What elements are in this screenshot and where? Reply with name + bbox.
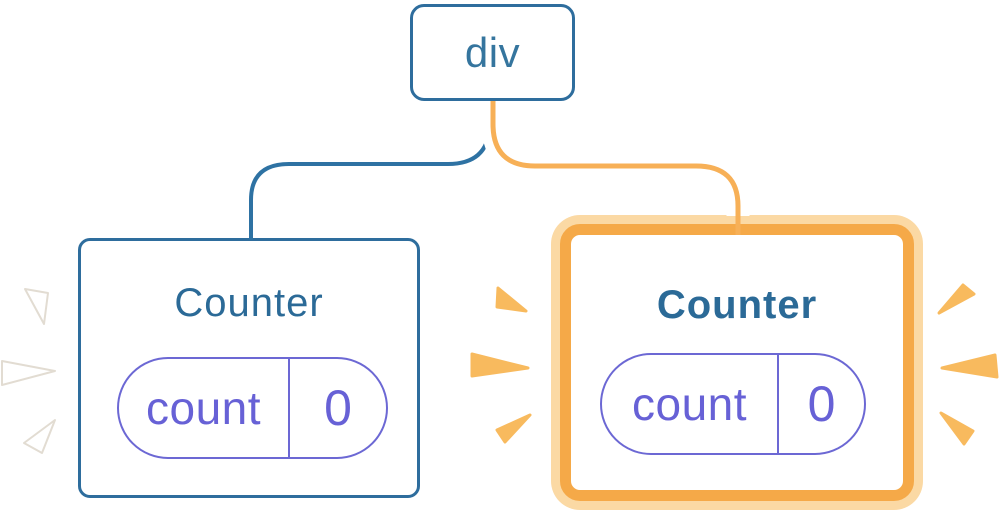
spark-burst-right-counter-right (937, 283, 999, 446)
state-pill: count 0 (600, 353, 866, 455)
edge-right-connector (490, 101, 741, 235)
root-node: div (410, 4, 575, 101)
counter-title: Counter (656, 283, 818, 327)
counter-node-left: Counter count 0 (78, 238, 420, 498)
spark-icon (940, 353, 999, 379)
spark-icon (1, 360, 56, 386)
spark-icon (937, 283, 976, 315)
root-node-label: div (464, 28, 521, 76)
state-key-label: count (602, 355, 779, 453)
spark-burst-left-counter (1, 288, 56, 454)
state-key-label: count (119, 359, 290, 457)
spark-icon (23, 419, 56, 454)
spark-burst-right-counter-left (470, 286, 532, 444)
spark-icon (495, 413, 532, 444)
state-value: 0 (324, 380, 352, 436)
edge-right-connector-casing (481, 102, 750, 216)
spark-icon (470, 352, 530, 378)
state-value: 0 (807, 376, 836, 432)
counter-node-right-highlighted: Counter count 0 (560, 224, 914, 501)
state-pill: count 0 (117, 357, 388, 459)
edge-left-connector (249, 102, 492, 240)
spark-icon (24, 288, 49, 325)
counter-title: Counter (174, 281, 324, 325)
spark-icon (939, 411, 975, 446)
spark-icon (495, 286, 528, 313)
